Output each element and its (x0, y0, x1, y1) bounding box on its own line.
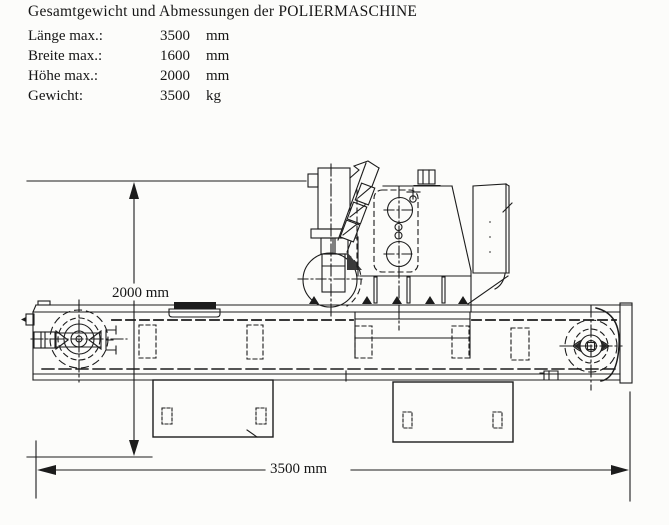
right-wheel-assembly (559, 304, 623, 391)
spec-label: Höhe max.: (28, 68, 98, 84)
spec-row-width: Breite max.: 1600 mm (28, 46, 417, 66)
belt-guard-arc (595, 307, 620, 382)
hub-mount-right (88, 329, 102, 351)
arrow-down (129, 440, 139, 456)
spec-unit: kg (206, 88, 221, 104)
height-dimension-label: 2000 mm (112, 285, 169, 301)
left-wheel-assembly (30, 299, 128, 383)
main-housing (357, 169, 472, 331)
anchor-foot (392, 296, 402, 304)
spindle-column (307, 163, 358, 319)
surface-tick (502, 202, 513, 213)
machine-base (21, 300, 633, 384)
anchor-foot (458, 296, 468, 304)
support-posts (309, 276, 468, 304)
drawer-handle (402, 411, 413, 429)
drawer-handle (161, 407, 173, 425)
base-pocket (246, 324, 264, 360)
anchor-foot (425, 296, 435, 304)
spec-row-length: Länge max.: 3500 mm (28, 26, 417, 46)
spec-row-height: Höhe max.: 2000 mm (28, 66, 417, 86)
spec-value: 3500 (160, 88, 190, 104)
e-bracket (105, 325, 117, 355)
left-stub-point (21, 317, 26, 322)
spec-header: Gesamtgewicht und Abmessungen der POLIER… (28, 2, 417, 106)
arm-top-break (349, 160, 380, 179)
base-pocket (138, 324, 157, 359)
left-drawer (152, 379, 274, 438)
document-title: Gesamtgewicht und Abmessungen der POLIER… (28, 3, 418, 20)
anchor-foot (362, 296, 372, 304)
arrow-right (611, 465, 629, 475)
length-dimension: 3500 mm (35, 391, 631, 502)
drawer-handle (492, 411, 503, 429)
spec-unit: mm (206, 68, 230, 84)
spec-value: 3500 (160, 28, 190, 44)
base-pocket (510, 327, 530, 361)
arrow-left (37, 465, 56, 475)
hub-mount-left (55, 329, 69, 351)
polishing-wheel (297, 252, 365, 308)
spec-value: 2000 (160, 68, 190, 84)
spec-unit: mm (206, 48, 230, 64)
centre-mount-box (354, 311, 471, 359)
base-end-cap (619, 302, 633, 384)
arm-end-bracket (347, 252, 362, 270)
spec-value: 1600 (160, 48, 190, 64)
base-pocket (451, 325, 470, 359)
arrow-up (129, 182, 139, 199)
spec-unit: mm (206, 28, 230, 44)
spec-row-weight: Gewicht: 3500 kg (28, 86, 417, 106)
base-pocket (354, 325, 373, 359)
spec-label: Gewicht: (28, 88, 83, 104)
base-tab (37, 300, 51, 306)
spec-label: Breite max.: (28, 48, 103, 64)
chute-spout (494, 273, 506, 290)
drawer-handle (255, 407, 267, 425)
top-cap (413, 169, 441, 187)
base-bracket (539, 370, 559, 381)
length-dimension-label: 3500 mm (270, 461, 327, 477)
housing-inner-panel (373, 189, 419, 273)
height-dimension: 2000 mm (26, 180, 307, 458)
right-drawer (392, 381, 514, 443)
hopper-chute (467, 183, 513, 305)
valve-fitting (406, 187, 421, 203)
anchor-foot (309, 296, 319, 304)
rail-clamp (168, 302, 221, 318)
spec-table: Länge max.: 3500 mm Breite max.: 1600 mm… (28, 26, 417, 106)
spec-label: Länge max.: (28, 28, 103, 44)
